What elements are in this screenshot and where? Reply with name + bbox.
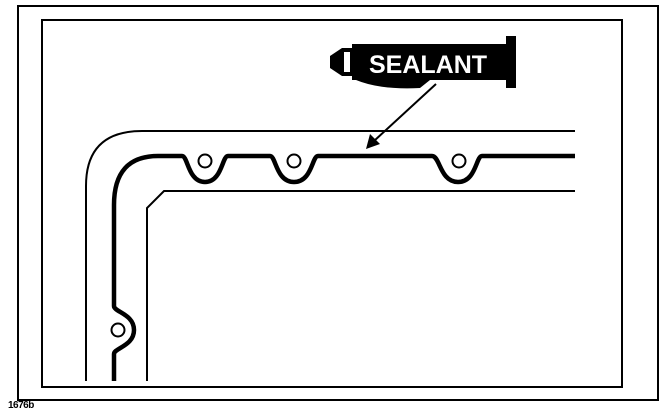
inner-frame [41, 19, 623, 388]
sealant-tube-icon [330, 36, 516, 89]
bolt-hole [451, 153, 467, 169]
flange-outer-edge [85, 130, 575, 381]
bolt-hole [286, 153, 302, 169]
flange-inner-edge [146, 190, 575, 381]
bolt-hole [197, 153, 213, 169]
figure-reference: 1676b [8, 400, 34, 411]
callout-label: SEALANT [369, 51, 487, 79]
sealant-bead [111, 153, 575, 381]
outer-frame [17, 5, 659, 401]
bolt-hole [110, 322, 126, 338]
callout-arrow [366, 83, 437, 149]
